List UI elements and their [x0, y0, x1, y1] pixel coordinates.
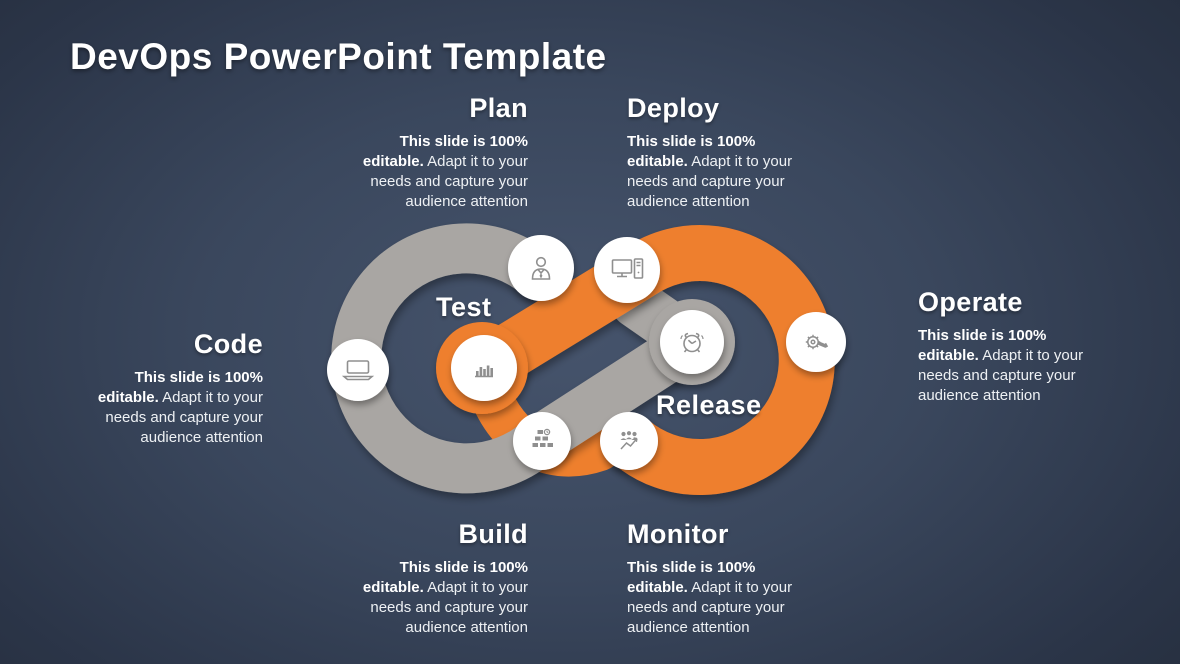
team-growth-icon — [620, 431, 638, 450]
alarm-clock-icon — [680, 332, 704, 353]
callout-code: Code This slide is 100% editable. Adapt … — [77, 330, 263, 448]
callout-monitor: Monitor This slide is 100% editable. Ada… — [627, 520, 813, 638]
stage-desc-deploy: This slide is 100% editable. Adapt it to… — [627, 133, 793, 210]
loop-label-release: Release — [656, 390, 762, 420]
laptop-icon — [341, 360, 375, 381]
desktop-computer-icon — [611, 258, 644, 279]
stage-title-build: Build — [458, 519, 528, 549]
operate-node-circle — [786, 312, 846, 372]
stage-desc-monitor: This slide is 100% editable. Adapt it to… — [627, 559, 793, 636]
monitor-node-circle — [600, 412, 658, 470]
test-node-circle — [451, 335, 517, 401]
gear-wrench-icon — [805, 334, 829, 350]
stage-title-operate: Operate — [918, 287, 1023, 317]
stage-desc-build: This slide is 100% editable. Adapt it to… — [362, 559, 528, 636]
stage-title-code: Code — [193, 329, 263, 359]
stage-title-monitor: Monitor — [627, 519, 729, 549]
loop-label-test: Test — [436, 292, 492, 322]
callout-build: Build This slide is 100% editable. Adapt… — [342, 520, 528, 638]
stage-title-plan: Plan — [469, 93, 528, 123]
node-circles — [327, 235, 846, 470]
stage-desc-operate: This slide is 100% editable. Adapt it to… — [918, 327, 1084, 404]
stage-desc-code: This slide is 100% editable. Adapt it to… — [97, 369, 263, 446]
stage-title-deploy: Deploy — [627, 93, 720, 123]
build-node-circle — [513, 412, 571, 470]
deploy-node-circle — [594, 237, 660, 303]
stage-desc-plan: This slide is 100% editable. Adapt it to… — [362, 133, 528, 210]
callout-plan: Plan This slide is 100% editable. Adapt … — [342, 94, 528, 212]
release-node-circle — [660, 310, 724, 374]
callout-deploy: Deploy This slide is 100% editable. Adap… — [627, 94, 813, 212]
page-title: DevOps PowerPoint Template — [70, 36, 607, 77]
bar-chart-icon — [475, 365, 493, 378]
businessman-icon — [531, 256, 551, 280]
plan-node-circle — [508, 235, 574, 301]
callout-operate: Operate This slide is 100% editable. Ada… — [918, 288, 1104, 406]
code-node-circle — [327, 339, 389, 401]
task-list-icon — [532, 428, 553, 447]
